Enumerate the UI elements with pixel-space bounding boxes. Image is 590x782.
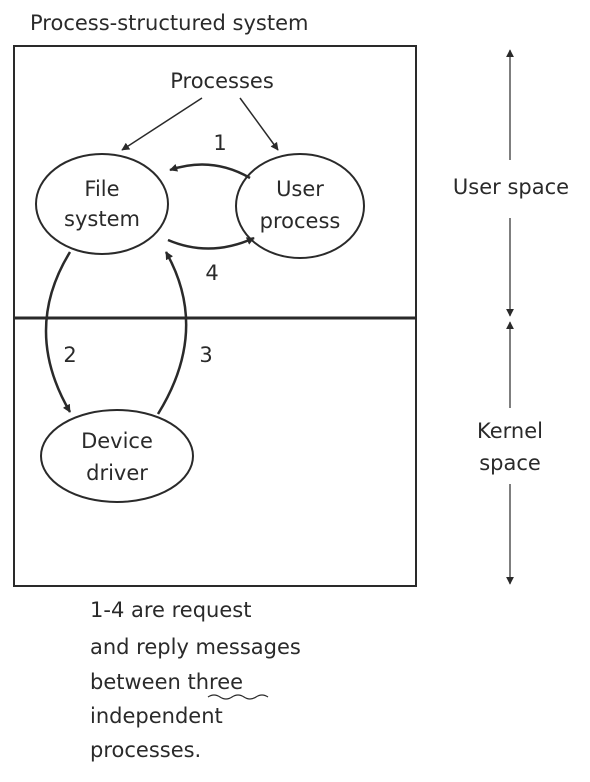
node-file-system: File system: [35, 153, 169, 255]
caption-line-4: independent: [90, 704, 223, 728]
kernel-space-label-line1: Kernel: [477, 419, 543, 443]
message-arrow-1: [169, 163, 251, 180]
svg-text:User: User: [276, 177, 324, 201]
node-user-process: User process: [235, 153, 365, 259]
message-label-3: 3: [199, 343, 212, 367]
svg-text:Device: Device: [81, 429, 153, 453]
processes-arrow-to-user-process: [239, 97, 279, 151]
caption: 1-4 are request and reply messages betwe…: [90, 598, 301, 762]
node-device-driver: Device driver: [40, 409, 194, 503]
processes-label: Processes: [170, 69, 274, 93]
three-emphasis-underline: [207, 694, 269, 700]
message-arrow-3: [156, 251, 188, 415]
diagram-title: Process-structured system: [30, 11, 308, 35]
caption-line-3: between three: [90, 670, 243, 694]
user-space-label: User space: [453, 175, 569, 199]
message-label-1: 1: [213, 131, 226, 155]
caption-line-1: 1-4 are request: [90, 598, 251, 622]
caption-line-2: and reply messages: [90, 635, 301, 659]
svg-text:File: File: [84, 177, 119, 201]
message-arrow-2: [44, 251, 72, 413]
svg-text:system: system: [64, 207, 140, 231]
message-arrow-4: [167, 236, 255, 250]
caption-line-5: processes.: [90, 738, 201, 762]
svg-text:driver: driver: [86, 461, 148, 485]
system-frame: [13, 45, 417, 587]
message-label-4: 4: [205, 261, 218, 285]
svg-text:process: process: [260, 209, 341, 233]
message-label-2: 2: [63, 343, 76, 367]
processes-arrow-to-file-system: [121, 97, 203, 151]
kernel-space-label-line2: space: [479, 451, 541, 475]
